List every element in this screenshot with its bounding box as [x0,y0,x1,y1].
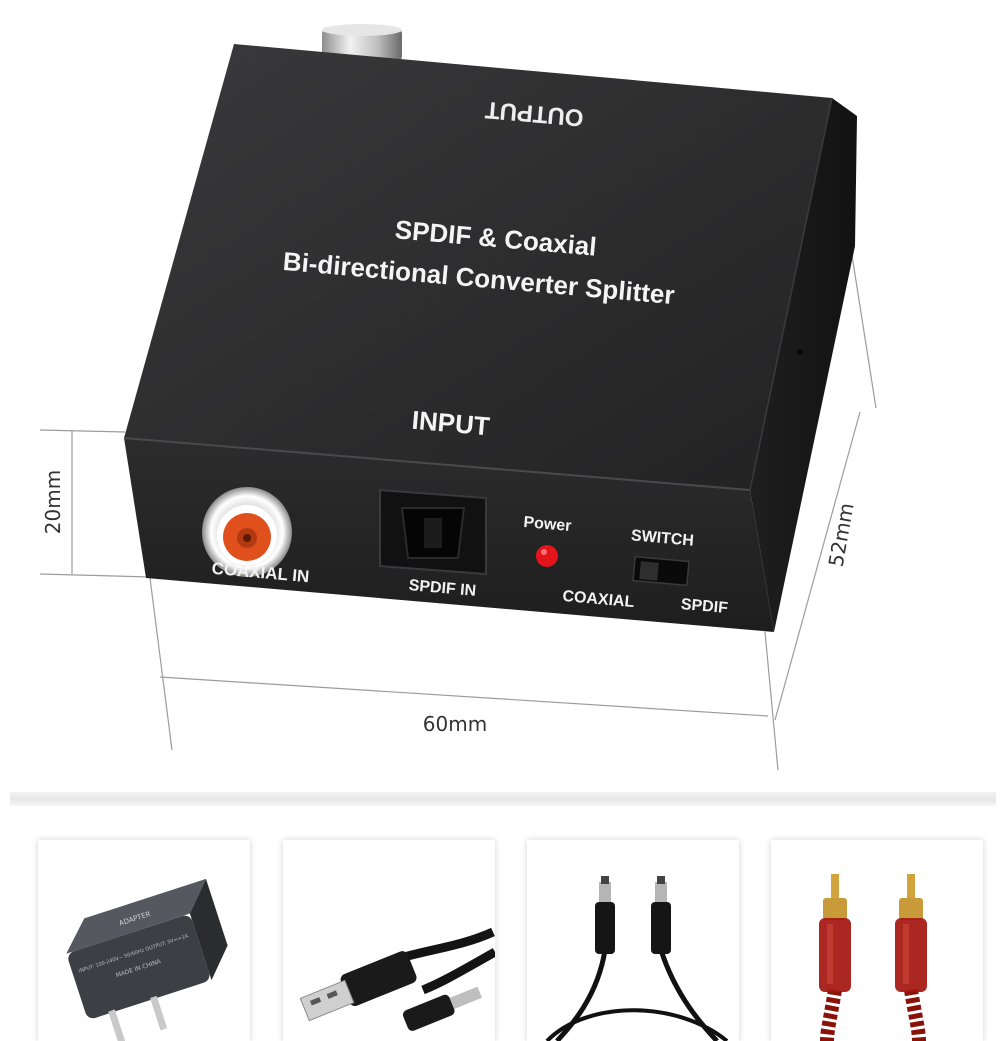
rca-cable-image [819,874,927,1041]
side-hole [797,349,803,355]
spdif-in-label: SPDIF IN [408,577,477,600]
accessory-rca-cable [771,840,983,1041]
spdif-in-port [379,488,487,576]
device-illustration: OUTPUT SPDIF & Coaxial Bi-directional Co… [39,24,877,771]
depth-dimension-label: 52mm [824,501,859,569]
coaxial-in-port [202,487,292,577]
switch-label: SWITCH [630,527,694,549]
section-divider [10,792,996,806]
switch-spdif-label: SPDIF [680,596,729,617]
accessory-power-adapter: ADAPTER INPUT: 100-240V~ 50/60Hz OUTPUT:… [38,840,250,1041]
input-label: INPUT [411,405,491,442]
power-adapter-image: ADAPTER INPUT: 100-240V~ 50/60Hz OUTPUT:… [66,878,228,1041]
accessory-usb-dc-cable [283,840,495,1041]
optical-cable-image [545,876,729,1041]
power-label: Power [523,514,572,535]
rear-output-jack [322,24,402,62]
height-dimension-label: 20mm [41,470,65,534]
dimension-lines [39,229,877,771]
width-dimension-label: 60mm [423,712,487,736]
switch-coaxial-label: COAXIAL [562,588,635,611]
usb-dc-cable-image [299,927,495,1031]
accessory-optical-cable [527,840,739,1041]
device-top-face [124,44,832,490]
device-side-face [750,98,857,632]
mode-switch [632,555,690,587]
power-led [536,545,558,567]
